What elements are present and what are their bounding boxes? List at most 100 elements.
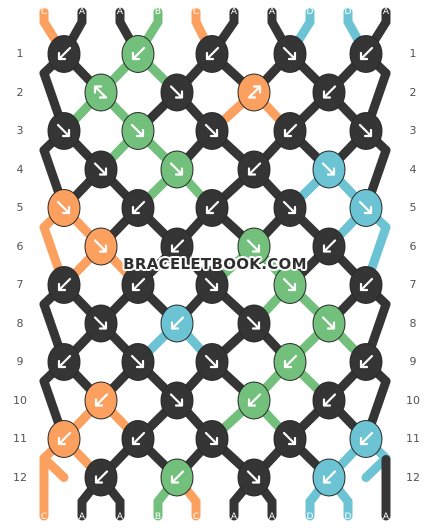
row-number-right: 2 <box>409 85 417 99</box>
knot <box>160 304 194 343</box>
bottom-string-label: A <box>79 512 86 522</box>
bottom-string-label: C <box>193 512 199 522</box>
knot <box>349 343 383 381</box>
knot <box>84 304 118 343</box>
row-number-right: 8 <box>409 316 417 330</box>
top-string-label: C <box>41 7 47 17</box>
top-string-label: C <box>193 7 199 17</box>
row-number-left: 11 <box>13 432 27 445</box>
knot-arrow-icon <box>283 123 298 138</box>
knot <box>312 227 346 266</box>
knot-arrow-icon <box>321 162 336 176</box>
knot <box>273 420 307 458</box>
knot-arrow-icon <box>359 46 374 61</box>
knot-arrow-icon <box>359 277 374 292</box>
row-number-right: 12 <box>406 470 420 484</box>
row-number-left: 4 <box>16 162 24 176</box>
knot <box>160 227 194 266</box>
knot <box>237 227 271 266</box>
knot <box>47 266 81 304</box>
row-number-right: 4 <box>409 162 417 176</box>
row-number-right: 9 <box>409 355 417 368</box>
knot-arrow-icon <box>93 316 108 330</box>
knot <box>349 420 383 458</box>
row-number-left: 8 <box>16 316 24 330</box>
top-string-label: A <box>269 7 276 17</box>
knot <box>273 35 307 73</box>
knot <box>121 266 155 304</box>
knot <box>237 381 271 420</box>
knot <box>195 112 229 150</box>
knot-arrow-icon <box>170 316 185 330</box>
knot <box>349 112 383 150</box>
knot <box>312 150 346 189</box>
bottom-string-label: A <box>231 512 238 522</box>
watermark: BRACELETBOOK.COM <box>123 255 307 273</box>
bottom-string-label: D <box>307 512 314 522</box>
row-number-left: 12 <box>13 470 27 484</box>
knot <box>237 304 271 343</box>
knot <box>237 458 271 497</box>
knot <box>47 189 81 227</box>
knot-arrow-icon <box>169 393 184 407</box>
knot-arrow-icon <box>322 239 337 253</box>
row-number-left: 5 <box>16 201 24 214</box>
knot-arrow-icon <box>358 123 373 138</box>
row-number-right: 7 <box>409 278 417 291</box>
knot <box>121 189 155 227</box>
knot <box>195 420 229 458</box>
knot <box>312 73 346 112</box>
knot-arrow-icon <box>359 354 374 369</box>
knot <box>273 266 307 304</box>
bottom-string-label: A <box>269 512 276 522</box>
knot-arrow-icon <box>57 431 72 446</box>
knot-arrow-icon <box>204 277 219 292</box>
knot <box>195 35 229 73</box>
knot <box>312 304 346 343</box>
top-string-label: D <box>307 7 314 17</box>
row-number-right: 6 <box>409 239 417 253</box>
knot-arrow-icon <box>93 239 108 253</box>
knot-arrow-icon <box>246 239 261 253</box>
knot <box>160 73 194 112</box>
knot-arrow-icon <box>56 200 71 215</box>
knot <box>237 73 271 112</box>
knot-arrow-icon <box>246 316 261 330</box>
knot <box>47 420 81 458</box>
row-number-right: 5 <box>409 201 417 214</box>
knot-arrow-icon <box>131 431 146 446</box>
row-number-right: 3 <box>409 124 417 137</box>
knot-arrow-icon <box>247 393 262 407</box>
knot-arrow-icon <box>205 200 220 215</box>
knot <box>160 150 194 189</box>
knot <box>84 227 118 266</box>
knot-arrow-icon <box>204 123 219 138</box>
knot <box>195 343 229 381</box>
knot-arrow-icon <box>57 354 72 369</box>
knot <box>273 112 307 150</box>
knot <box>121 343 155 381</box>
row-number-left: 9 <box>16 355 24 368</box>
row-number-left: 2 <box>16 85 24 99</box>
knot <box>121 35 155 73</box>
knot <box>160 458 194 497</box>
knot-arrow-icon <box>322 470 337 484</box>
knot-arrow-icon <box>170 470 185 484</box>
top-string-label: A <box>231 7 238 17</box>
knot-arrow-icon <box>169 162 184 176</box>
row-number-right: 10 <box>406 393 420 407</box>
knot <box>47 112 81 150</box>
knot-arrow-icon <box>131 277 146 292</box>
knot-arrow-icon <box>93 85 108 99</box>
knot <box>121 420 155 458</box>
knot <box>195 189 229 227</box>
row-number-right: 11 <box>406 432 420 445</box>
knot-arrow-icon <box>131 200 146 215</box>
knot-arrow-icon <box>247 162 262 176</box>
knot <box>273 343 307 381</box>
knot-arrow-icon <box>57 277 72 292</box>
knot-arrow-icon <box>204 354 219 369</box>
top-string-label: A <box>117 7 124 17</box>
knot <box>349 35 383 73</box>
